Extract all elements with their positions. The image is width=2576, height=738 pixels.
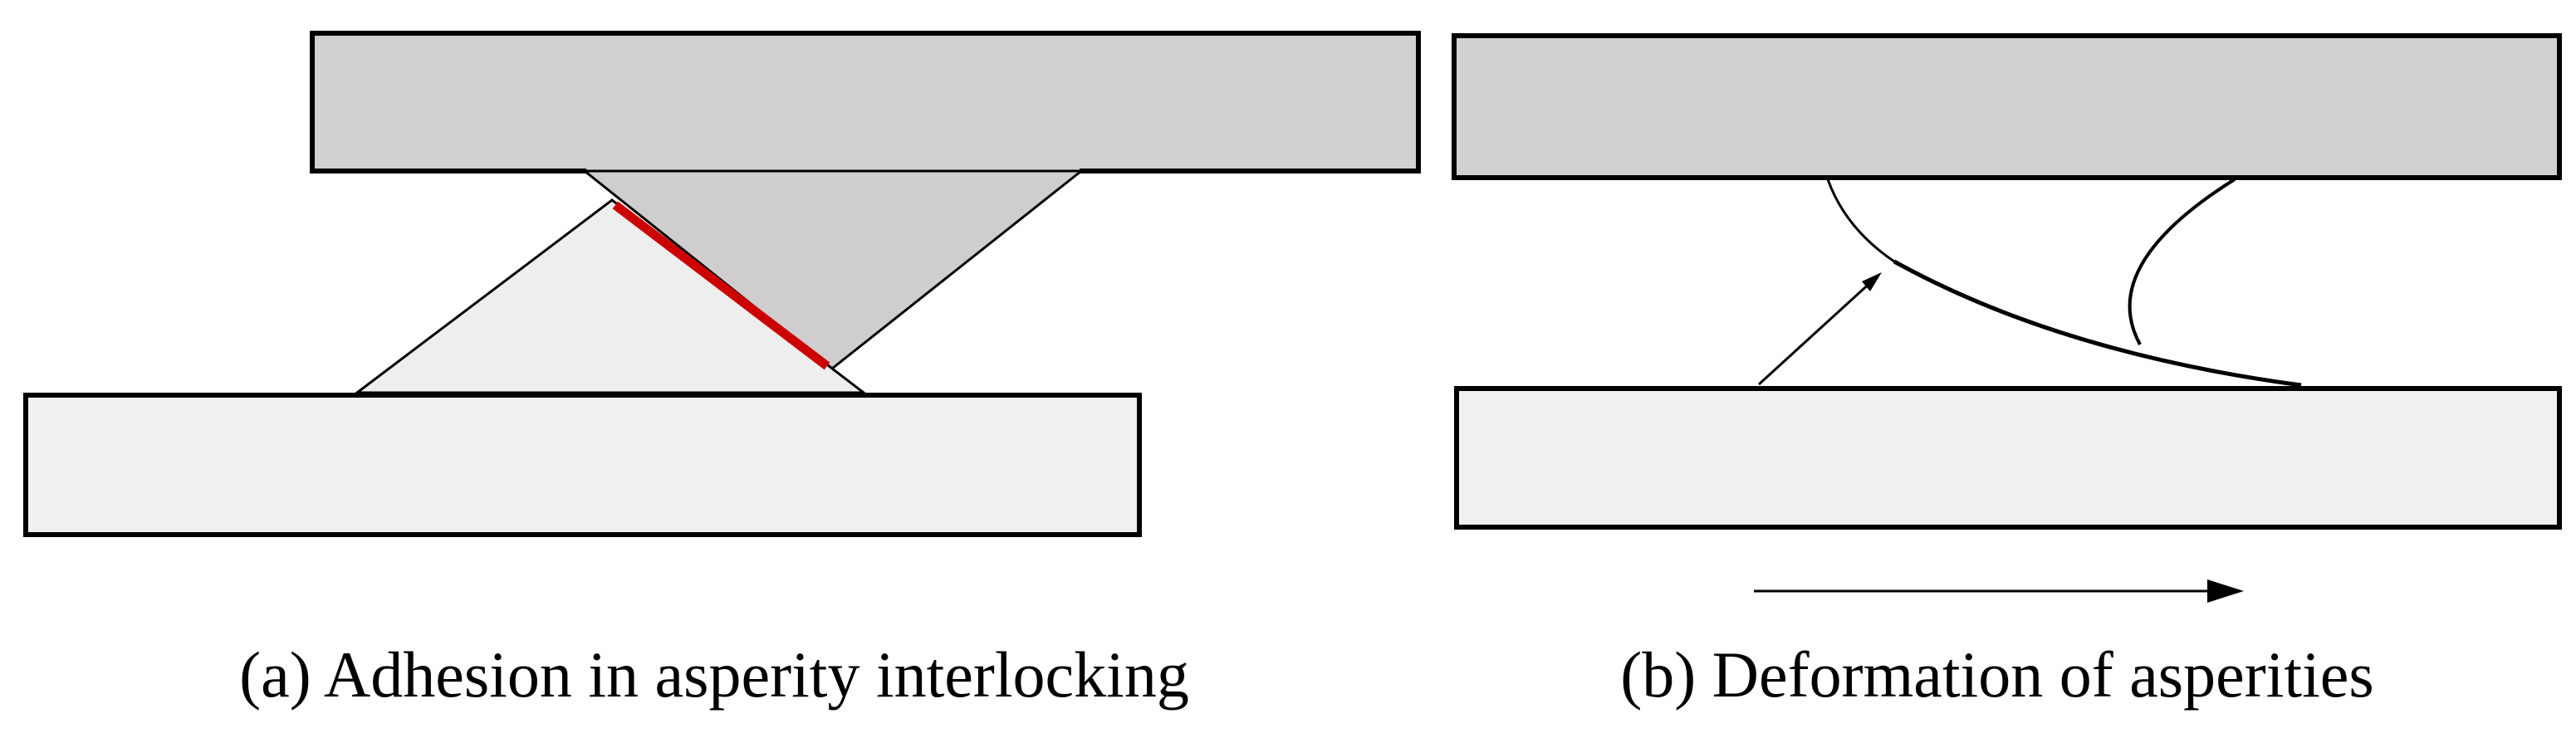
panel-b-shear-face-curve (1893, 259, 2302, 388)
panel-a-caption: (a) Adhesion in asperity interlocking (239, 638, 1189, 711)
panel-b-drawing (1452, 33, 2562, 603)
panel-a-drawing (23, 31, 1421, 537)
panel-b-bottom-plate (1454, 386, 2562, 530)
panel-a-top-plate (310, 31, 1421, 171)
right-arrow-icon (1754, 579, 2244, 603)
panel-b-caption: (b) Deformation of asperities (1620, 638, 2374, 711)
panel-b-left-asperity-upper-curve (1826, 178, 1895, 263)
panel-a-upper-asperity (580, 169, 1085, 370)
panel-b-top-plate (1452, 33, 2562, 180)
panel-a-bottom-plate (23, 393, 1142, 537)
up-right-arrow-icon (1757, 272, 1882, 386)
panel-a-adhesion-contact-line (612, 201, 830, 370)
panel-b-right-asperity-curve (2128, 178, 2236, 345)
